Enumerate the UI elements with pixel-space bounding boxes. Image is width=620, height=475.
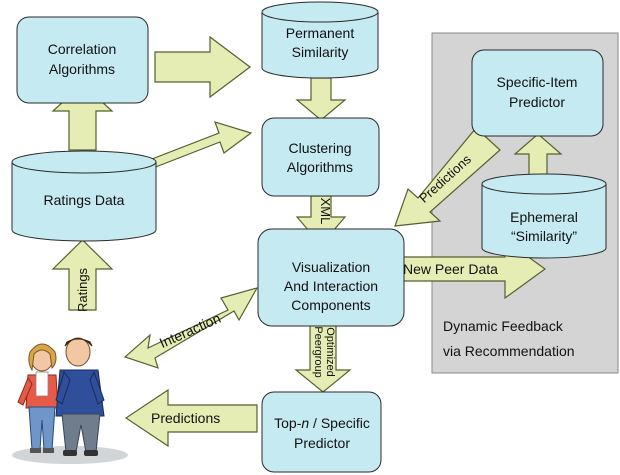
ephemeral-label-1: Ephemeral <box>510 209 578 225</box>
visualization-label-3: Components <box>291 297 370 313</box>
arrow-optimized-peergroup <box>294 324 352 393</box>
permanent-label-2: Similarity <box>292 44 349 60</box>
arrow-predictions-left <box>124 388 258 448</box>
topn-label-2: Predictor <box>294 435 350 451</box>
two-people-icon <box>12 337 128 464</box>
ratings-data-label: Ratings Data <box>44 192 125 208</box>
predictions-left-label: Predictions <box>151 410 220 426</box>
arrow-interaction <box>123 287 259 369</box>
ratings-label: Ratings <box>75 267 90 312</box>
new-peer-data-label: New Peer Data <box>403 261 498 277</box>
node-correlation-algorithms <box>16 16 149 104</box>
interaction-label: Interaction <box>157 310 223 351</box>
optimized-label-2: Peergroup <box>312 326 324 377</box>
node-visualization-interaction <box>257 228 405 327</box>
panel-label-line2: via Recommendation <box>443 343 575 359</box>
arrow-ratings-up <box>51 239 114 311</box>
clustering-label-2: Algorithms <box>287 159 353 175</box>
xml-label: XML <box>318 198 333 225</box>
permanent-label-1: Permanent <box>286 25 355 41</box>
specific-item-label-1: Specific-Item <box>497 74 578 90</box>
node-clustering-algorithms <box>261 117 380 197</box>
visualization-label-2: And Interaction <box>284 278 378 294</box>
node-topn-predictor <box>261 391 382 473</box>
node-permanent-similarity <box>261 1 379 79</box>
ephemeral-label-2: “Similarity” <box>511 228 577 244</box>
optimized-label-1: Optimized <box>324 327 336 377</box>
arrow-permanent-to-clustering <box>295 77 347 121</box>
specific-item-label-2: Predictor <box>509 94 565 110</box>
arrow-ratings-to-clustering <box>151 121 253 169</box>
node-ephemeral-similarity <box>481 173 607 259</box>
node-specific-item-predictor <box>471 49 604 137</box>
panel-label-line1: Dynamic Feedback <box>443 318 564 334</box>
arrow-correlation-to-permanent <box>154 35 251 99</box>
topn-label-1: Top-n / Specific <box>274 415 370 431</box>
visualization-label-1: Visualization <box>292 259 370 275</box>
correlation-label-2: Algorithms <box>49 61 115 77</box>
correlation-label-1: Correlation <box>48 41 116 57</box>
arrow-predictions-diagonal <box>394 127 501 227</box>
clustering-label-1: Clustering <box>288 140 351 156</box>
node-ratings-data <box>11 150 157 242</box>
